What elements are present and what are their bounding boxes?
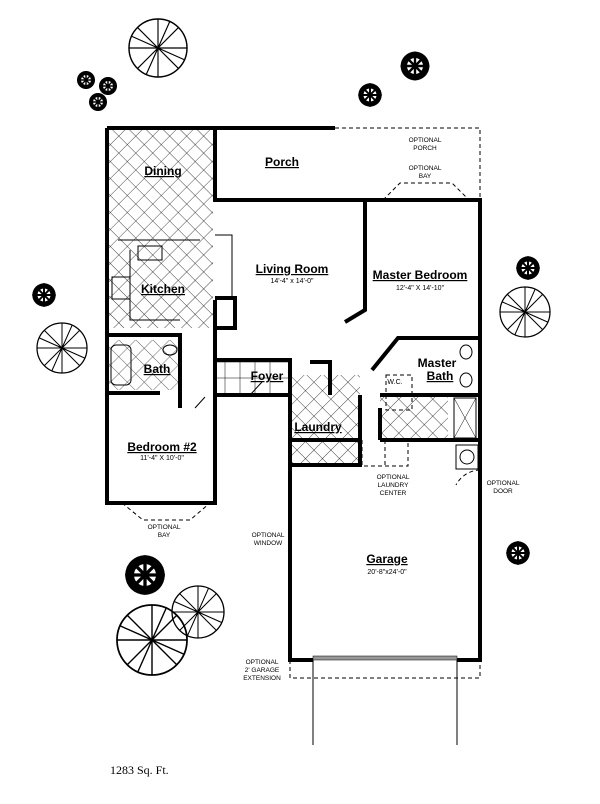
shrub-icon: [123, 553, 167, 597]
shrub-icon: [505, 540, 531, 566]
room-garage-size: 20'-8"x24'-0": [367, 569, 407, 576]
room-dining-label: Dining: [144, 164, 181, 178]
room-master-bath-label-2: Bath: [427, 369, 454, 383]
room-living-size: 14'-4" x 14'-0": [270, 278, 314, 285]
tree-icon: [116, 604, 188, 676]
room-bedroom2-label: Bedroom #2: [127, 440, 197, 454]
shrub-icon: [399, 50, 431, 82]
room-bedroom2-size: 11'-4" X 10'-0": [140, 455, 184, 462]
tile-floors: [109, 130, 448, 465]
walls: [105, 126, 482, 662]
fixtures: [110, 234, 479, 470]
tree-icon: [499, 286, 551, 338]
square-footage: 1283 Sq. Ft.: [110, 763, 169, 777]
room-wc-label: W.C.: [387, 379, 402, 386]
shrub-icon: [515, 255, 541, 281]
room-foyer-label: Foyer: [251, 369, 284, 383]
shrub-icon: [88, 92, 108, 112]
shrub-icon: [76, 70, 96, 90]
room-master-bedroom-size: 12'-4" X 14'-10": [396, 285, 445, 292]
garage-door: [312, 655, 458, 745]
room-bath-label: Bath: [144, 362, 171, 376]
room-laundry-label: Laundry: [294, 420, 342, 434]
room-kitchen-label: Kitchen: [141, 282, 185, 296]
tree-icon: [36, 322, 88, 374]
shrub-icon: [357, 82, 383, 108]
tree-icon: [171, 585, 225, 639]
shrub-icon: [31, 282, 57, 308]
room-master-bath-label: Master: [418, 356, 457, 370]
shrub-icon: [98, 76, 118, 96]
room-garage-label: Garage: [366, 552, 408, 566]
room-living-label: Living Room: [256, 262, 329, 276]
tree-icon: [128, 18, 188, 78]
room-master-bedroom-label: Master Bedroom: [373, 268, 468, 282]
room-porch-label: Porch: [265, 155, 299, 169]
